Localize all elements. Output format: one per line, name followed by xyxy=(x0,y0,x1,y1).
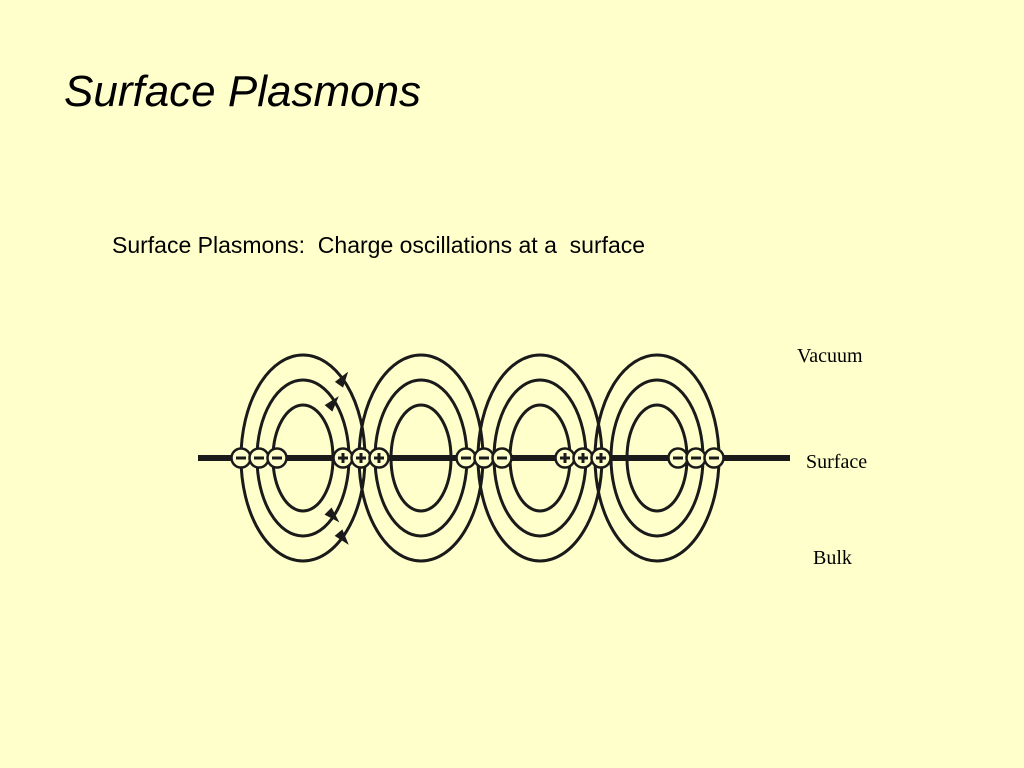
charge-group xyxy=(554,447,612,469)
vacuum-label: Vacuum xyxy=(797,345,863,367)
slide-subtitle: Surface Plasmons: Charge oscillations at… xyxy=(112,232,646,258)
charge-group xyxy=(667,447,725,469)
surface-label: Surface xyxy=(806,451,868,473)
slide-title: Surface Plasmons xyxy=(64,67,422,116)
charge-groups xyxy=(230,447,725,469)
field-arrow-icon xyxy=(334,529,349,545)
charge-group xyxy=(230,447,288,469)
field-arrow-icon xyxy=(334,371,349,388)
bulk-label: Bulk xyxy=(813,547,852,569)
field-arrows xyxy=(324,371,349,545)
charge-group xyxy=(455,447,513,469)
field-arrow-icon xyxy=(324,507,340,523)
charge-group xyxy=(332,447,390,469)
field-arrow-icon xyxy=(324,396,339,412)
